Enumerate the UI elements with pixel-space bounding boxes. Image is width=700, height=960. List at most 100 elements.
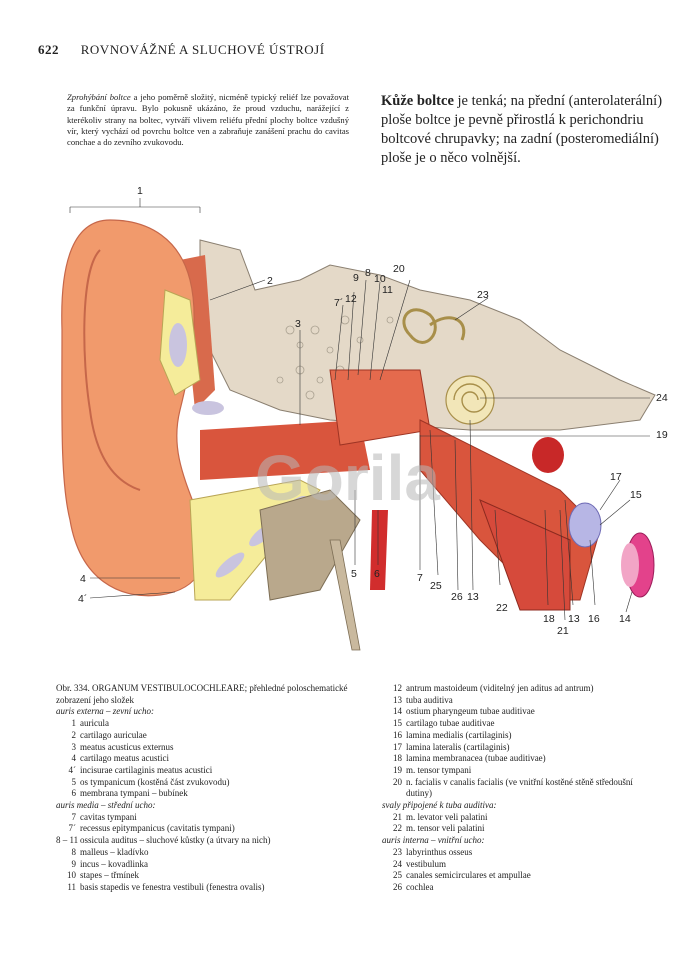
legend-item: 16 lamina medialis (cartilaginis) (382, 730, 682, 742)
legend-item: 7´recessus epitympanicus (cavitatis tymp… (56, 823, 366, 835)
legend-text: cartilago tubae auditivae (406, 718, 495, 729)
tympanic-cavity (329, 369, 431, 446)
legend-text: lamina medialis (cartilaginis) (406, 729, 512, 740)
legend-text: tuba auditiva (406, 694, 453, 705)
legend-number: 8 – 11 (56, 835, 79, 846)
legend-text: os tympanicum (kostěná část zvukovodu) (80, 776, 230, 787)
legend-text: m. levator veli palatini (406, 811, 488, 822)
legend-item: 20 n. facialis v canalis facialis (ve vni… (382, 777, 682, 789)
legend-number: 10 (67, 870, 76, 881)
legend-text: m. tensor veli palatini (406, 823, 485, 834)
legend-number: 22 (393, 823, 402, 834)
label-26: 26 (451, 591, 463, 603)
legend-item: 22 m. tensor veli palatini (382, 823, 682, 835)
legend-number: 9 (71, 858, 77, 869)
legend-number: 18 (393, 753, 402, 764)
legend-text: auricula (80, 718, 109, 729)
legend-item: 24 vestibulum (382, 859, 682, 871)
legend-text: dutiny) (406, 788, 432, 799)
legend-text: cartilago meatus acustici (80, 753, 169, 764)
legend-number: 13 (393, 694, 402, 705)
legend-number: 7 (71, 811, 77, 822)
auricle-shape (61, 219, 207, 597)
label-10: 10 (374, 273, 386, 285)
external-acoustic-meatus (200, 420, 370, 480)
legend-number: 16 (393, 729, 402, 740)
label-7-prime: 7´ (334, 297, 343, 309)
legend-item: 13 tuba auditiva (382, 695, 682, 707)
section-auris-media: auris media – střední ucho: (56, 800, 156, 811)
carotid-vessel (370, 510, 388, 590)
legend-text: canales semicirculares et ampullae (406, 870, 531, 881)
caption-title-rest: přehledné poloschematické zobrazení jeho… (56, 683, 348, 705)
watermark: Gorila (255, 442, 440, 514)
legend-number: 6 (71, 788, 77, 799)
label-19: 19 (656, 429, 668, 441)
legend-number: 12 (393, 683, 402, 693)
tube-cartilage-end (568, 502, 602, 548)
legend-text: cavitas tympani (80, 811, 137, 822)
label-12: 12 (345, 293, 357, 305)
caption-left-column: Obr. 334. ORGANUM VESTIBULOCOCHLEARE; př… (56, 683, 366, 894)
label-16: 16 (588, 613, 600, 625)
intro-right-lead: Kůže boltce (381, 93, 454, 109)
cartilage-section-2 (192, 401, 224, 415)
label-24: 24 (656, 392, 668, 404)
legend-number: 20 (393, 776, 402, 787)
label-7: 7 (417, 572, 423, 584)
legend-text: cartilago auriculae (80, 729, 147, 740)
page-header: 622 ROVNOVÁŽNÉ A SLUCHOVÉ ÚSTROJÍ (38, 42, 325, 58)
intro-right-text: je tenká; na přední (anterolaterální) pl… (381, 93, 663, 166)
intro-paragraph-left: Zprohýbání boltce a jeho poměrně složitý… (67, 92, 349, 148)
helix-fold (83, 249, 141, 491)
label-11: 11 (382, 284, 393, 296)
section-muscles: svaly připojené k tuba auditiva: (382, 800, 497, 811)
label-22: 22 (496, 602, 508, 614)
legend-text: ostium pharyngeum tubae auditivae (406, 706, 535, 717)
label-23: 23 (477, 289, 489, 301)
legend-number: 4´ (68, 764, 77, 775)
pharyngeal-ostium-inner (621, 543, 639, 587)
legend-text: incus – kovadlinka (80, 858, 148, 869)
legend-number: 2 (71, 729, 77, 740)
label-13a: 13 (467, 591, 479, 603)
legend-text: n. facialis v canalis facialis (ve vnitř… (406, 776, 633, 787)
legend-number: 8 (71, 846, 77, 857)
legend-text: basis stapedis ve fenestra vestibuli (fe… (80, 881, 265, 892)
intro-left-text: a jeho poměrně složitý, nicméně typický … (67, 92, 349, 148)
caption-title: Obr. 334. ORGANUM VESTIBULOCOCHLEARE; př… (56, 683, 366, 706)
caption-title-prefix: Obr. 334. ORGANUM VESTIBULOCOCHLEARE; (56, 683, 248, 693)
legend-text: ossicula auditus – sluchové kůstky (a út… (80, 835, 271, 846)
legend-item: 4´incisurae cartilaginis meatus acustici (56, 765, 366, 777)
label-17: 17 (610, 471, 622, 483)
page-number: 622 (38, 42, 59, 57)
intro-paragraph-right: Kůže boltce je tenká; na přední (anterol… (381, 92, 673, 168)
legend-number: 17 (393, 741, 402, 752)
legend-text: vestibulum (406, 858, 446, 869)
legend-number: 24 (393, 858, 402, 869)
legend-text: incisurae cartilaginis meatus acustici (80, 764, 213, 775)
legend-number: 23 (393, 846, 402, 857)
label-2: 2 (267, 275, 273, 287)
legend-text: meatus acusticus externus (80, 741, 174, 752)
label-20: 20 (393, 263, 405, 275)
temporal-bone-shape (199, 239, 656, 431)
legend-number: 3 (71, 741, 77, 752)
legend-number: 7´ (68, 823, 77, 834)
